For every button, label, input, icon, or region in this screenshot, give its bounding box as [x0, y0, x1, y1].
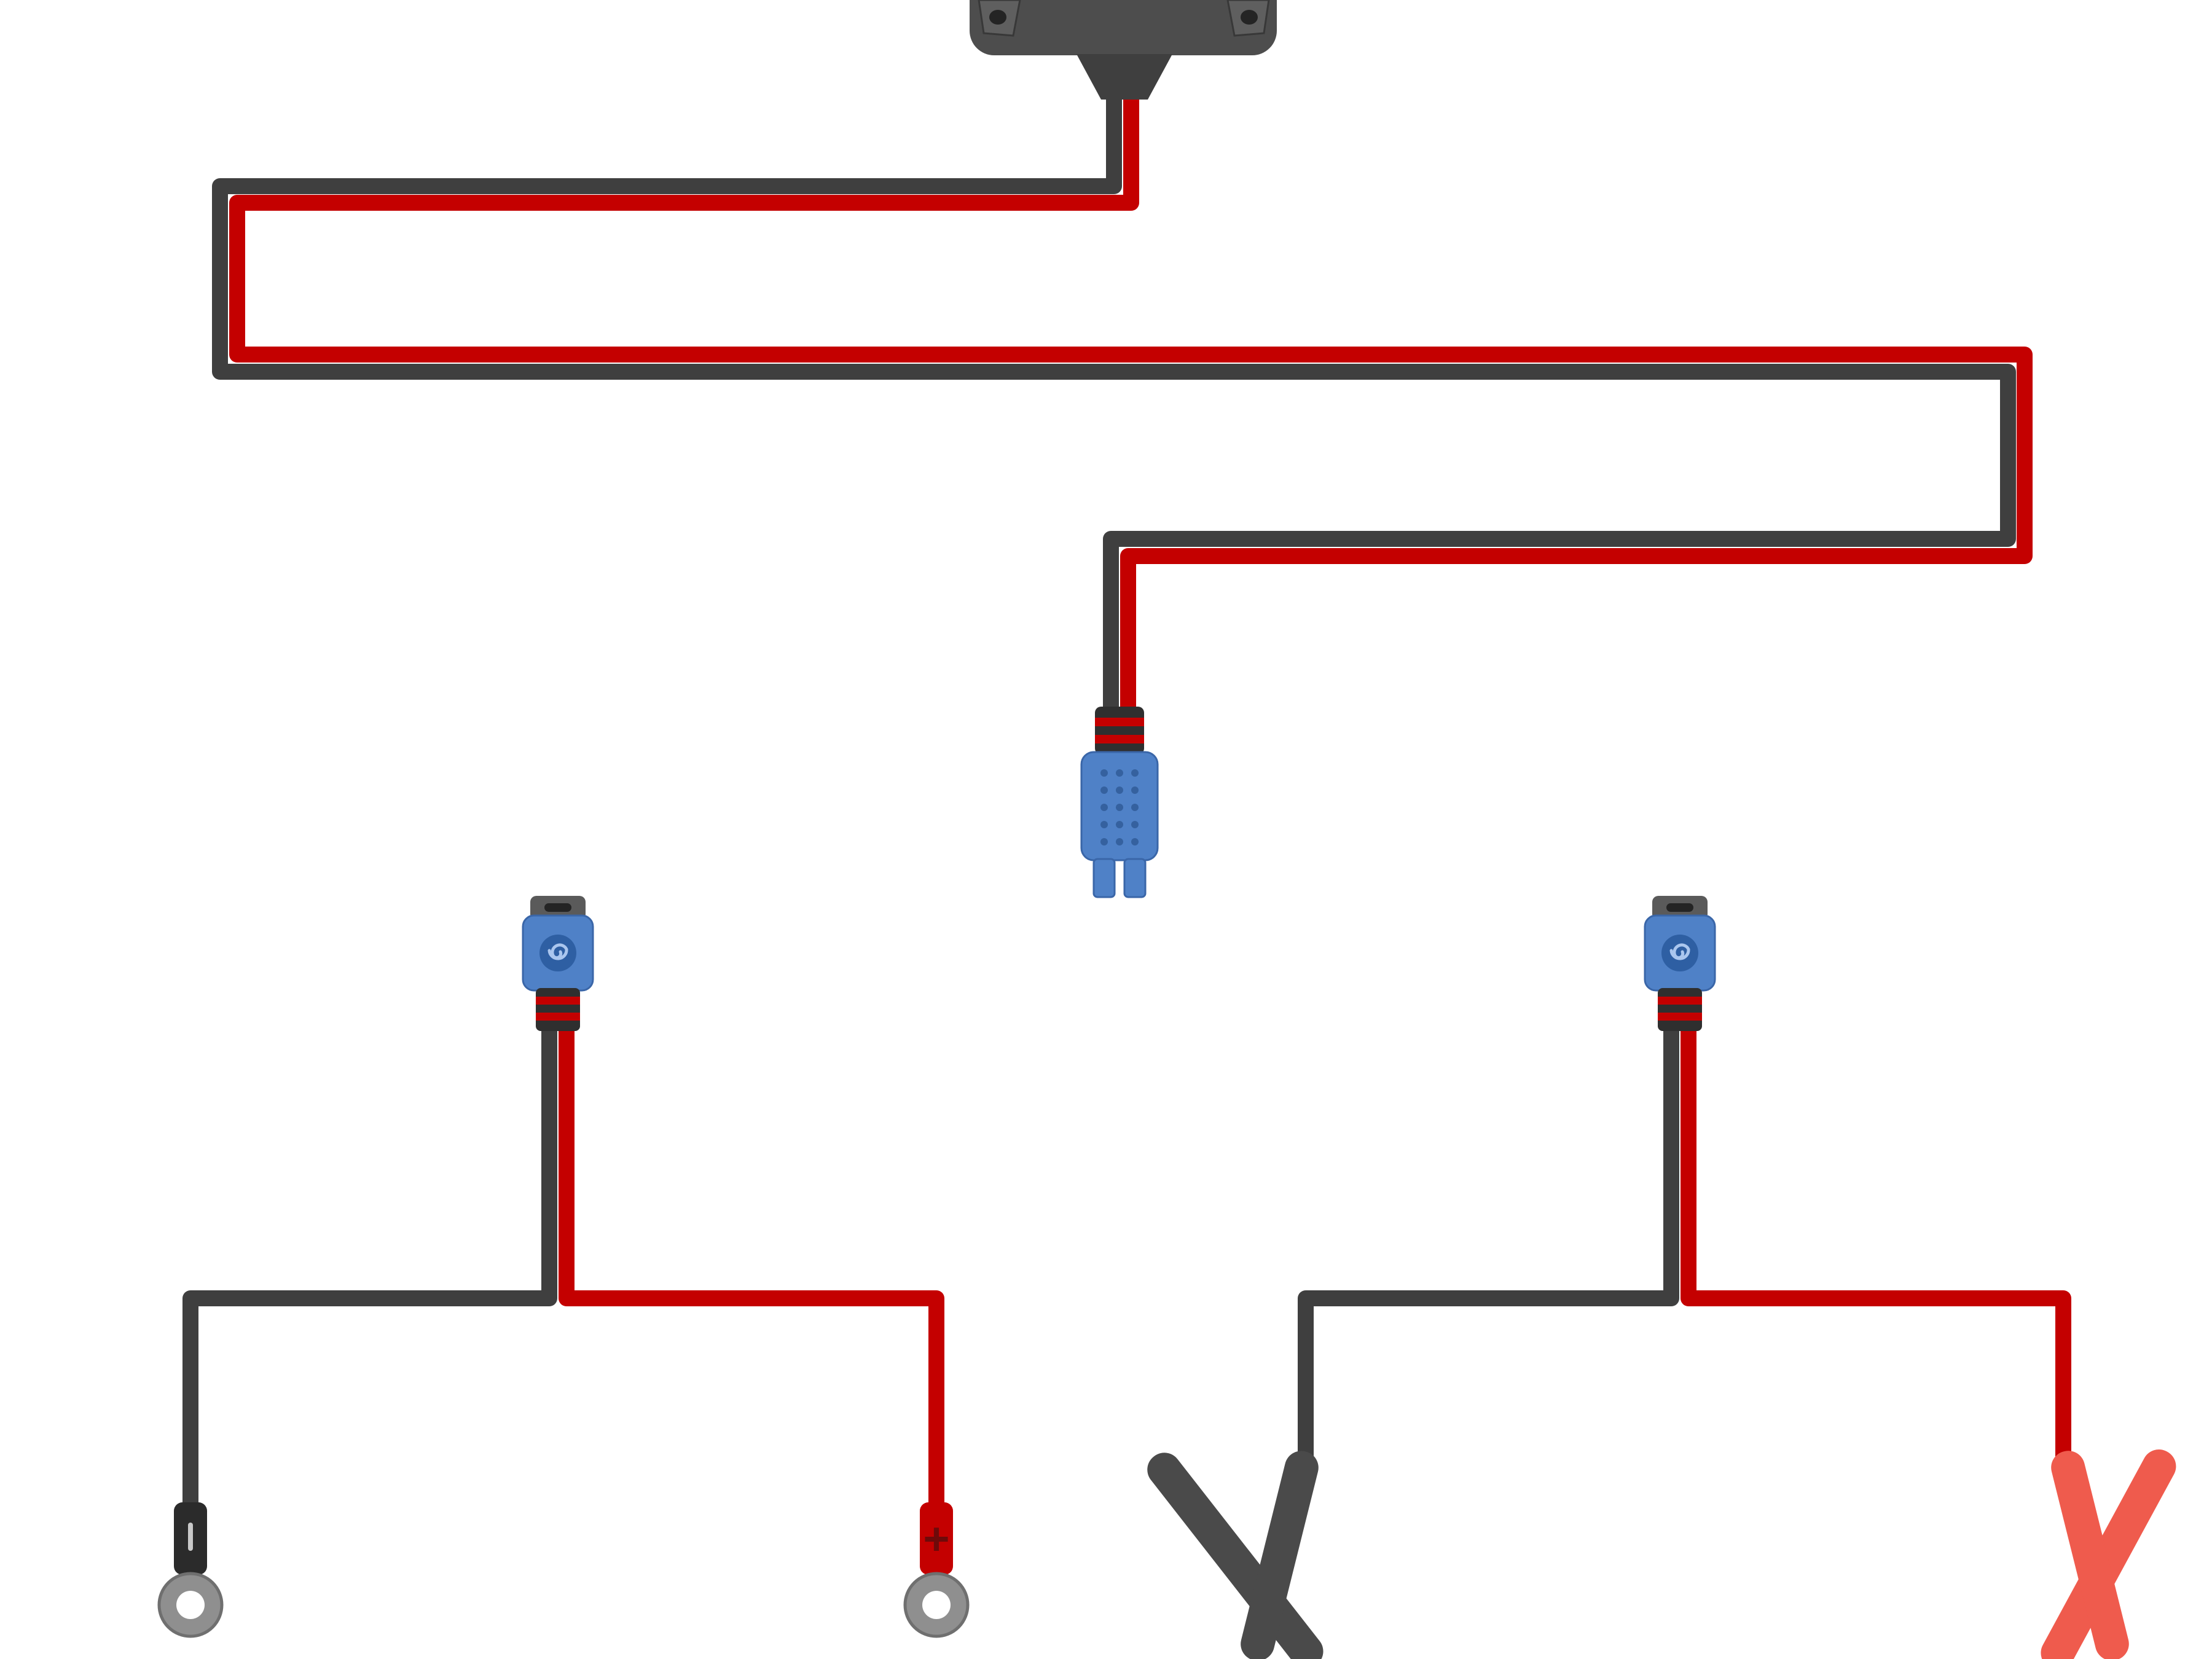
eyelet-adapter-connector	[522, 896, 594, 1031]
connector-boot-stripe	[1658, 997, 1702, 1005]
charger-cable-gland	[1077, 54, 1172, 100]
positive-terminal-label: +	[923, 1513, 949, 1564]
quick-connect-plug	[1080, 707, 1159, 898]
positive-battery-clamp	[2041, 1449, 2176, 1659]
main-cable-positive-wire	[229, 80, 2033, 716]
clamp-adapter	[1147, 896, 2176, 1659]
positive-clamp-jaw	[2051, 1451, 2129, 1659]
charger-mount-hole-left-icon	[989, 10, 1006, 25]
main-cable-negative-wire	[212, 80, 2016, 716]
connector-cap-slot	[1666, 903, 1693, 912]
positive-clamp-lever	[2041, 1449, 2176, 1659]
brand-swirl-icon	[547, 943, 568, 960]
charger-body	[970, 0, 1277, 55]
negative-ring-hole	[176, 1591, 205, 1619]
negative-sleeve-mark	[188, 1523, 193, 1551]
clamp-negative-wire	[1298, 1023, 1679, 1469]
negative-clamp-jaw	[1241, 1451, 1319, 1659]
eyelet-positive-wire	[559, 1023, 944, 1518]
charger-unit	[970, 0, 1277, 100]
clamp-adapter-connector	[1644, 896, 1716, 1031]
brand-logo-icon	[539, 935, 576, 971]
brand-swirl-icon	[1669, 943, 1690, 960]
eyelet-adapter: +	[157, 896, 970, 1638]
eyelet-negative-wire	[182, 1023, 557, 1518]
charger-mount-hole-right-icon	[1241, 10, 1258, 25]
clamp-positive-wire	[1681, 1023, 2071, 1469]
connector-boot	[536, 988, 580, 1031]
plug-strain-relief-boot	[1095, 707, 1144, 755]
negative-battery-clamp	[1147, 1451, 1324, 1659]
connector-boot-stripe	[1658, 1013, 1702, 1021]
plug-prong-right	[1123, 858, 1147, 898]
positive-crimp-sleeve	[920, 1502, 953, 1575]
connector-boot-stripe	[536, 1013, 580, 1021]
main-cable	[212, 80, 2033, 716]
plug-boot-stripe	[1095, 718, 1144, 726]
plug-boot-stripe	[1095, 735, 1144, 743]
plug-prong-left	[1092, 858, 1116, 898]
connector-cap-slot	[544, 903, 571, 912]
positive-ring-hole	[922, 1591, 951, 1619]
brand-logo-icon	[1661, 935, 1698, 971]
positive-eyelet-terminal: +	[903, 1502, 970, 1638]
connector-boot-stripe	[536, 997, 580, 1005]
plug-grip-dots	[1100, 769, 1139, 845]
connector-boot	[1658, 988, 1702, 1031]
negative-eyelet-terminal	[157, 1502, 224, 1638]
